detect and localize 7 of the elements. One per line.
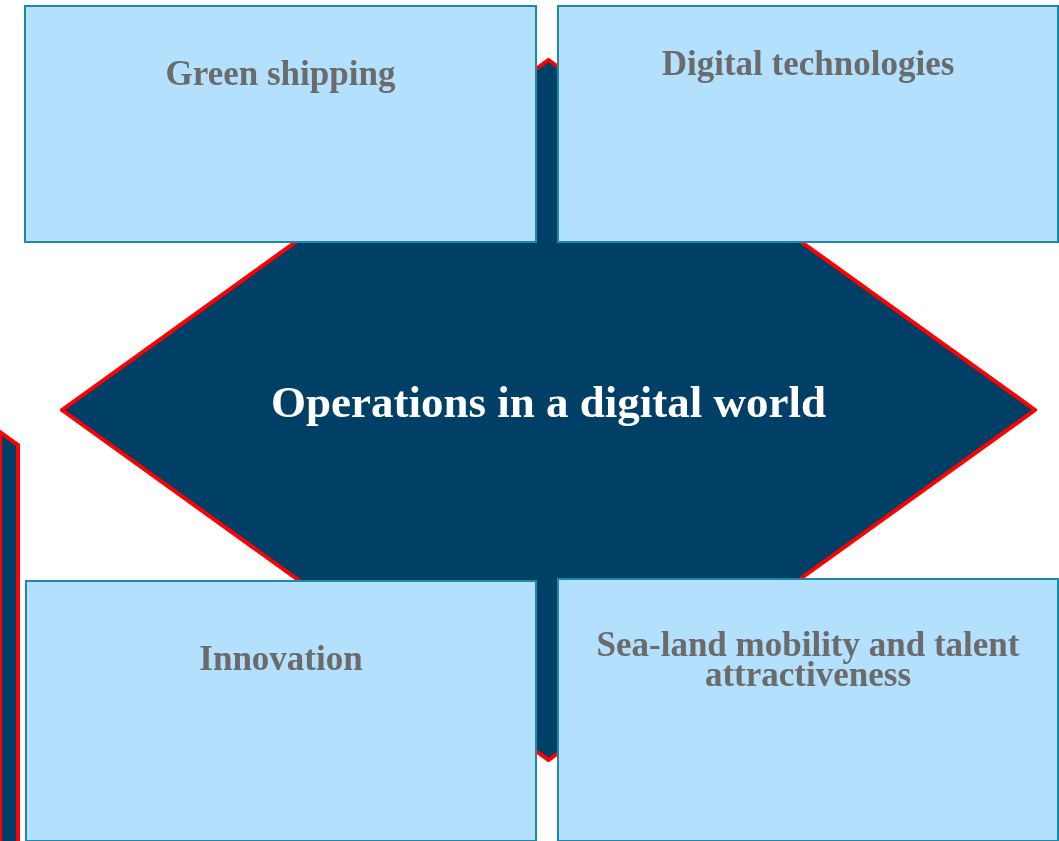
topic-box [24,5,537,243]
topic-box [25,580,537,841]
topic-label: Innovation [198,644,364,674]
central-title: Operations in a digital world [269,376,828,428]
topic-label: Sea-land mobility and talent attractiveness [595,630,1021,690]
topic-box [557,578,1059,841]
topic-box [557,5,1059,243]
